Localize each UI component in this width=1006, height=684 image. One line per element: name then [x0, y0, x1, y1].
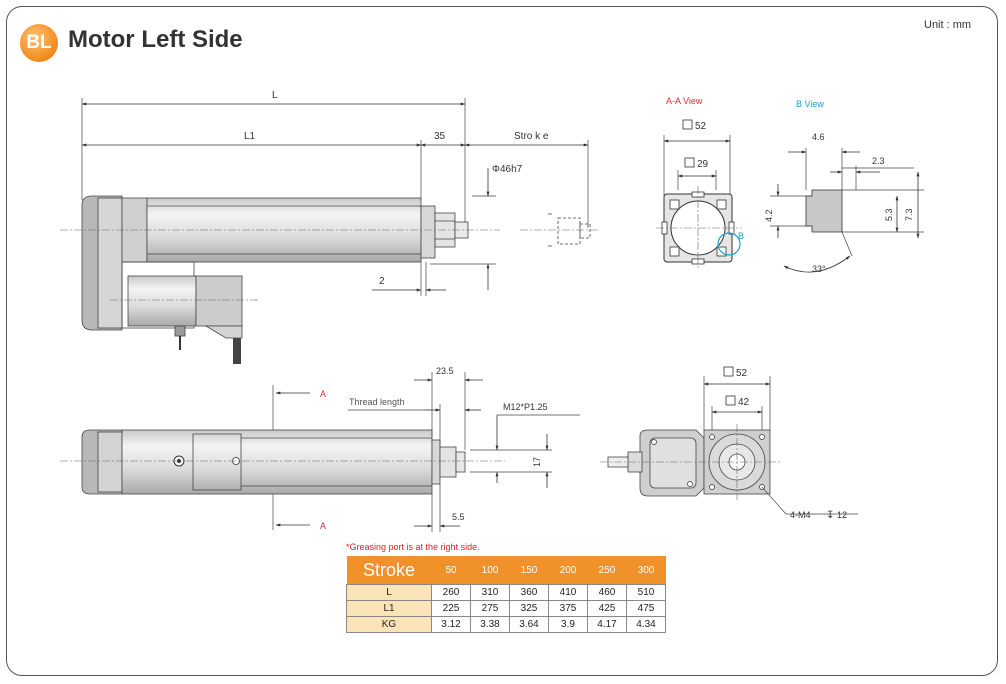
dim-angle-33: 33° — [812, 264, 826, 274]
greasing-note: *Greasing port is at the right side. — [346, 542, 480, 552]
dim-L: L — [272, 90, 278, 101]
table-cell: 275 — [470, 600, 510, 617]
header-stroke-150: 150 — [509, 556, 549, 585]
table-cell: 325 — [509, 600, 549, 617]
thread-length-label: Thread length — [349, 397, 405, 407]
table-cell: 4.34 — [626, 616, 666, 633]
table-cell: 225 — [431, 600, 471, 617]
dim-23-5: 23.5 — [436, 366, 454, 376]
dim-17: 17 — [532, 457, 542, 467]
dim-5-3: 5.3 — [884, 208, 894, 221]
table-row: KG 3.12 3.38 3.64 3.9 4.17 4.34 — [346, 616, 666, 633]
dim-35: 35 — [434, 131, 446, 142]
note-text: Greasing port is at the right side. — [349, 542, 480, 552]
hole-spec: 4-M4 — [790, 510, 811, 520]
end-inner-dim: 42 — [738, 397, 750, 408]
spec-table: Stroke 50 100 150 200 250 300 L 260 310 … — [346, 556, 666, 633]
table-cell: 260 — [431, 584, 471, 601]
section-a-top: A — [320, 389, 326, 399]
table-cell: 3.12 — [431, 616, 471, 633]
b-detail-marker: B — [738, 231, 744, 241]
dim-L1: L1 — [244, 131, 256, 142]
end-outer-dim: 52 — [736, 368, 748, 379]
dim-phi46h7: Φ46h7 — [492, 164, 523, 175]
table-cell: 410 — [548, 584, 588, 601]
header-stroke-300: 300 — [626, 556, 666, 585]
table-cell: 375 — [548, 600, 588, 617]
dim-7-3: 7.3 — [904, 208, 914, 221]
table-cell: 3.64 — [509, 616, 549, 633]
row-label: KG — [346, 616, 432, 633]
b-view-title: B View — [796, 99, 824, 109]
row-label: L1 — [346, 600, 432, 617]
hole-depth: 12 — [837, 510, 847, 520]
unit-label: Unit : mm — [924, 19, 972, 31]
dim-4-2: 4.2 — [764, 209, 774, 222]
header-stroke-200: 200 — [548, 556, 588, 585]
page-title: Motor Left Side — [68, 26, 243, 53]
header-stroke-100: 100 — [470, 556, 510, 585]
dim-5-5: 5.5 — [452, 512, 465, 522]
dim-4-6: 4.6 — [812, 132, 825, 142]
row-label: L — [346, 584, 432, 601]
table-cell: 3.38 — [470, 616, 510, 633]
table-cell: 360 — [509, 584, 549, 601]
model-badge: BL — [20, 24, 58, 62]
header-stroke-label: Stroke — [346, 556, 432, 585]
thread-spec: M12*P1.25 — [503, 402, 548, 412]
aa-inner-dim: 29 — [697, 159, 709, 170]
table-cell: 4.17 — [587, 616, 627, 633]
header-stroke-50: 50 — [431, 556, 471, 585]
note-asterisk: * — [346, 542, 350, 552]
aa-view-title: A-A View — [666, 96, 703, 106]
dim-2-3: 2.3 — [872, 156, 885, 166]
table-cell: 460 — [587, 584, 627, 601]
table-row: L 260 310 360 410 460 510 — [346, 584, 666, 601]
side-view: A A 23.5 Thread length M12*P1.25 — [60, 366, 580, 532]
table-cell: 310 — [470, 584, 510, 601]
dim-2: 2 — [379, 276, 385, 287]
table-cell: 510 — [626, 584, 666, 601]
table-cell: 3.9 — [548, 616, 588, 633]
table-cell: 425 — [587, 600, 627, 617]
b-view: B View 4.6 2.3 4.2 5.3 7.3 33° — [764, 99, 924, 274]
header-stroke-250: 250 — [587, 556, 627, 585]
aa-view: A-A View 52 29 B — [656, 96, 744, 270]
table-cell: 475 — [626, 600, 666, 617]
dim-stroke: Stro k e — [514, 131, 549, 142]
drawing-frame — [6, 6, 998, 676]
table-row: L1 225 275 325 375 425 475 — [346, 600, 666, 617]
section-a-bottom: A — [320, 521, 326, 531]
aa-outer-dim: 52 — [695, 121, 707, 132]
top-view: L L1 35 Stro k e — [60, 90, 600, 364]
table-header-row: Stroke 50 100 150 200 250 300 — [346, 556, 666, 585]
depth-symbol: ↧ — [826, 510, 834, 521]
end-view: 52 42 4-M4 ↧ 12 — [600, 366, 858, 521]
